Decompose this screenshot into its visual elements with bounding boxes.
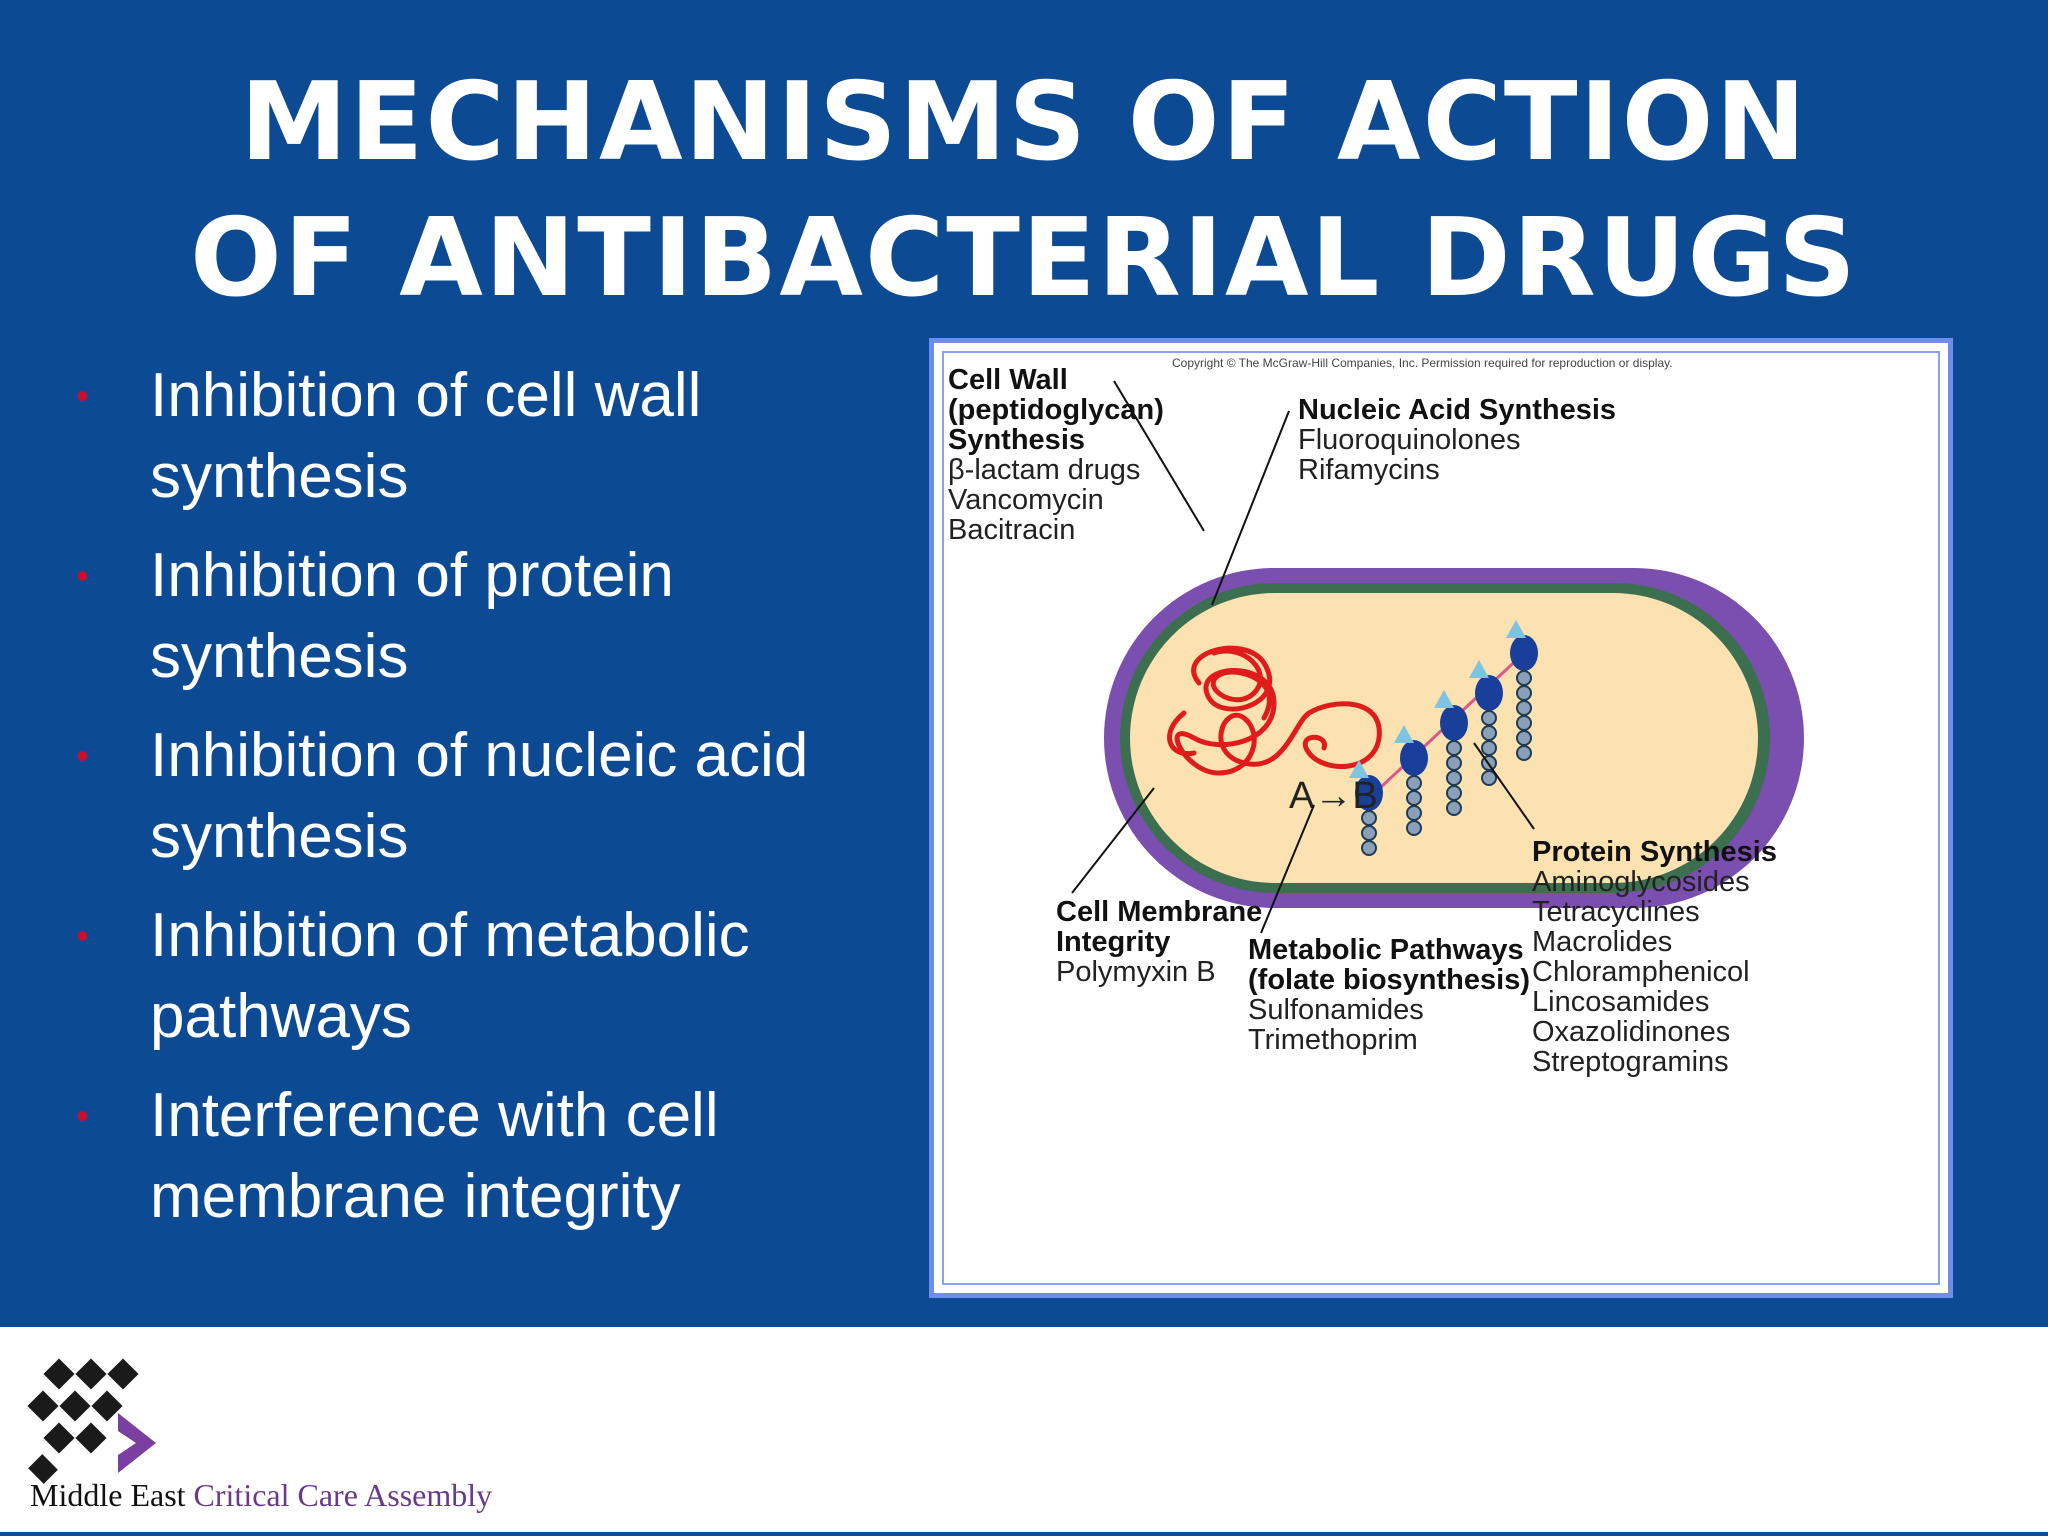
label-heading: (folate biosynthesis) xyxy=(1248,964,1530,996)
bullet-item: • Inhibition of cell wall synthesis xyxy=(70,355,890,517)
drug-name: Trimethoprim xyxy=(1248,1024,1418,1056)
trna-icon xyxy=(1349,620,1526,778)
bacterial-cell-diagram: Copyright © The McGraw-Hill Companies, I… xyxy=(948,356,1804,1078)
bullet-text: Inhibition of nucleic acid synthesis xyxy=(150,721,809,871)
title-line-2: OF ANTIBACTERIAL DRUGS xyxy=(190,196,1858,321)
footer-divider xyxy=(0,1532,2048,1536)
label-heading: Cell Wall xyxy=(948,364,1068,396)
bullet-list: • Inhibition of cell wall synthesis • Inhi… xyxy=(70,355,890,1255)
bullet-text: Inhibition of protein synthesis xyxy=(150,541,674,691)
drug-name: Oxazolidinones xyxy=(1532,1016,1730,1048)
label-heading: Metabolic Pathways xyxy=(1248,934,1524,966)
label-heading: Synthesis xyxy=(948,424,1085,456)
label-heading: Protein Synthesis xyxy=(1532,836,1777,868)
metabolic-pathways-label: Metabolic Pathways (folate biosynthesis)… xyxy=(1248,934,1530,1056)
bullet-dot-icon: • xyxy=(76,915,89,956)
drug-name: Bacitracin xyxy=(948,514,1075,546)
drug-name: Fluoroquinolones xyxy=(1298,424,1520,456)
label-heading: Integrity xyxy=(1056,926,1170,958)
bullet-dot-icon: • xyxy=(76,375,89,416)
organization-logo-icon xyxy=(27,1358,156,1484)
slide-title: MECHANISMS OF ACTION OF ANTIBACTERIAL DR… xyxy=(0,55,2048,327)
bullet-item: • Interference with cell membrane integri… xyxy=(70,1075,890,1237)
bullet-item: • Inhibition of protein synthesis xyxy=(70,535,890,697)
bullet-item: • Inhibition of nucleic acid synthesis xyxy=(70,715,890,877)
drug-name: Rifamycins xyxy=(1298,454,1440,486)
leader-lines xyxy=(1071,380,1535,934)
drug-name: β-lactam drugs xyxy=(948,454,1140,486)
label-heading: (peptidoglycan) xyxy=(948,394,1164,426)
drug-name: Lincosamides xyxy=(1532,986,1709,1018)
bullet-text: Inhibition of cell wall synthesis xyxy=(150,361,702,511)
footer: Middle East Critical Care Assembly xyxy=(0,1327,2048,1536)
figure-panel: Copyright © The McGraw-Hill Companies, I… xyxy=(942,351,1940,1285)
drug-name: Macrolides xyxy=(1532,926,1672,958)
cytoplasm xyxy=(1130,593,1758,883)
copyright-notice: Copyright © The McGraw-Hill Companies, I… xyxy=(1172,356,1673,370)
ribosome-group xyxy=(1349,620,1538,856)
ribosome-icon xyxy=(1355,635,1538,811)
figure-frame: Copyright © The McGraw-Hill Companies, I… xyxy=(929,338,1953,1298)
drug-name: Vancomycin xyxy=(948,484,1104,516)
cell-membrane-label: Cell Membrane Integrity Polymyxin B xyxy=(1056,896,1262,988)
org-name-part-2: Critical Care Assembly xyxy=(193,1477,493,1513)
protein-synthesis-label: Protein Synthesis Aminoglycosides Tetrac… xyxy=(1532,836,1777,1078)
drug-name: Chloramphenicol xyxy=(1532,956,1750,988)
drug-name: Sulfonamides xyxy=(1248,994,1424,1026)
label-heading: Nucleic Acid Synthesis xyxy=(1298,394,1616,426)
reaction-label: A→B xyxy=(1289,775,1378,817)
bullet-text: Interference with cell membrane integrit… xyxy=(150,1081,719,1231)
drug-name: Polymyxin B xyxy=(1056,956,1216,988)
cell-wall-label: Cell Wall (peptidoglycan) Synthesis β-la… xyxy=(948,364,1164,546)
bullet-text: Inhibition of metabolic pathways xyxy=(150,901,750,1051)
org-name-part-1: Middle East xyxy=(30,1477,186,1513)
drug-name: Aminoglycosides xyxy=(1532,866,1750,898)
dna-icon xyxy=(1167,645,1382,776)
bullet-dot-icon: • xyxy=(76,735,89,776)
drug-name: Streptogramins xyxy=(1532,1046,1729,1078)
bullet-item: • Inhibition of metabolic pathways xyxy=(70,895,890,1057)
drug-name: Tetracyclines xyxy=(1532,896,1700,928)
nucleic-acid-label: Nucleic Acid Synthesis Fluoroquinolones … xyxy=(1298,394,1616,486)
organization-name: Middle East Critical Care Assembly xyxy=(30,1477,492,1514)
bullet-dot-icon: • xyxy=(76,1095,89,1136)
bullet-dot-icon: • xyxy=(76,555,89,596)
protein-chain xyxy=(1361,670,1532,856)
label-heading: Cell Membrane xyxy=(1056,896,1262,928)
title-line-1: MECHANISMS OF ACTION xyxy=(240,60,1808,185)
slide-background: MECHANISMS OF ACTION OF ANTIBACTERIAL DR… xyxy=(0,0,2048,1327)
